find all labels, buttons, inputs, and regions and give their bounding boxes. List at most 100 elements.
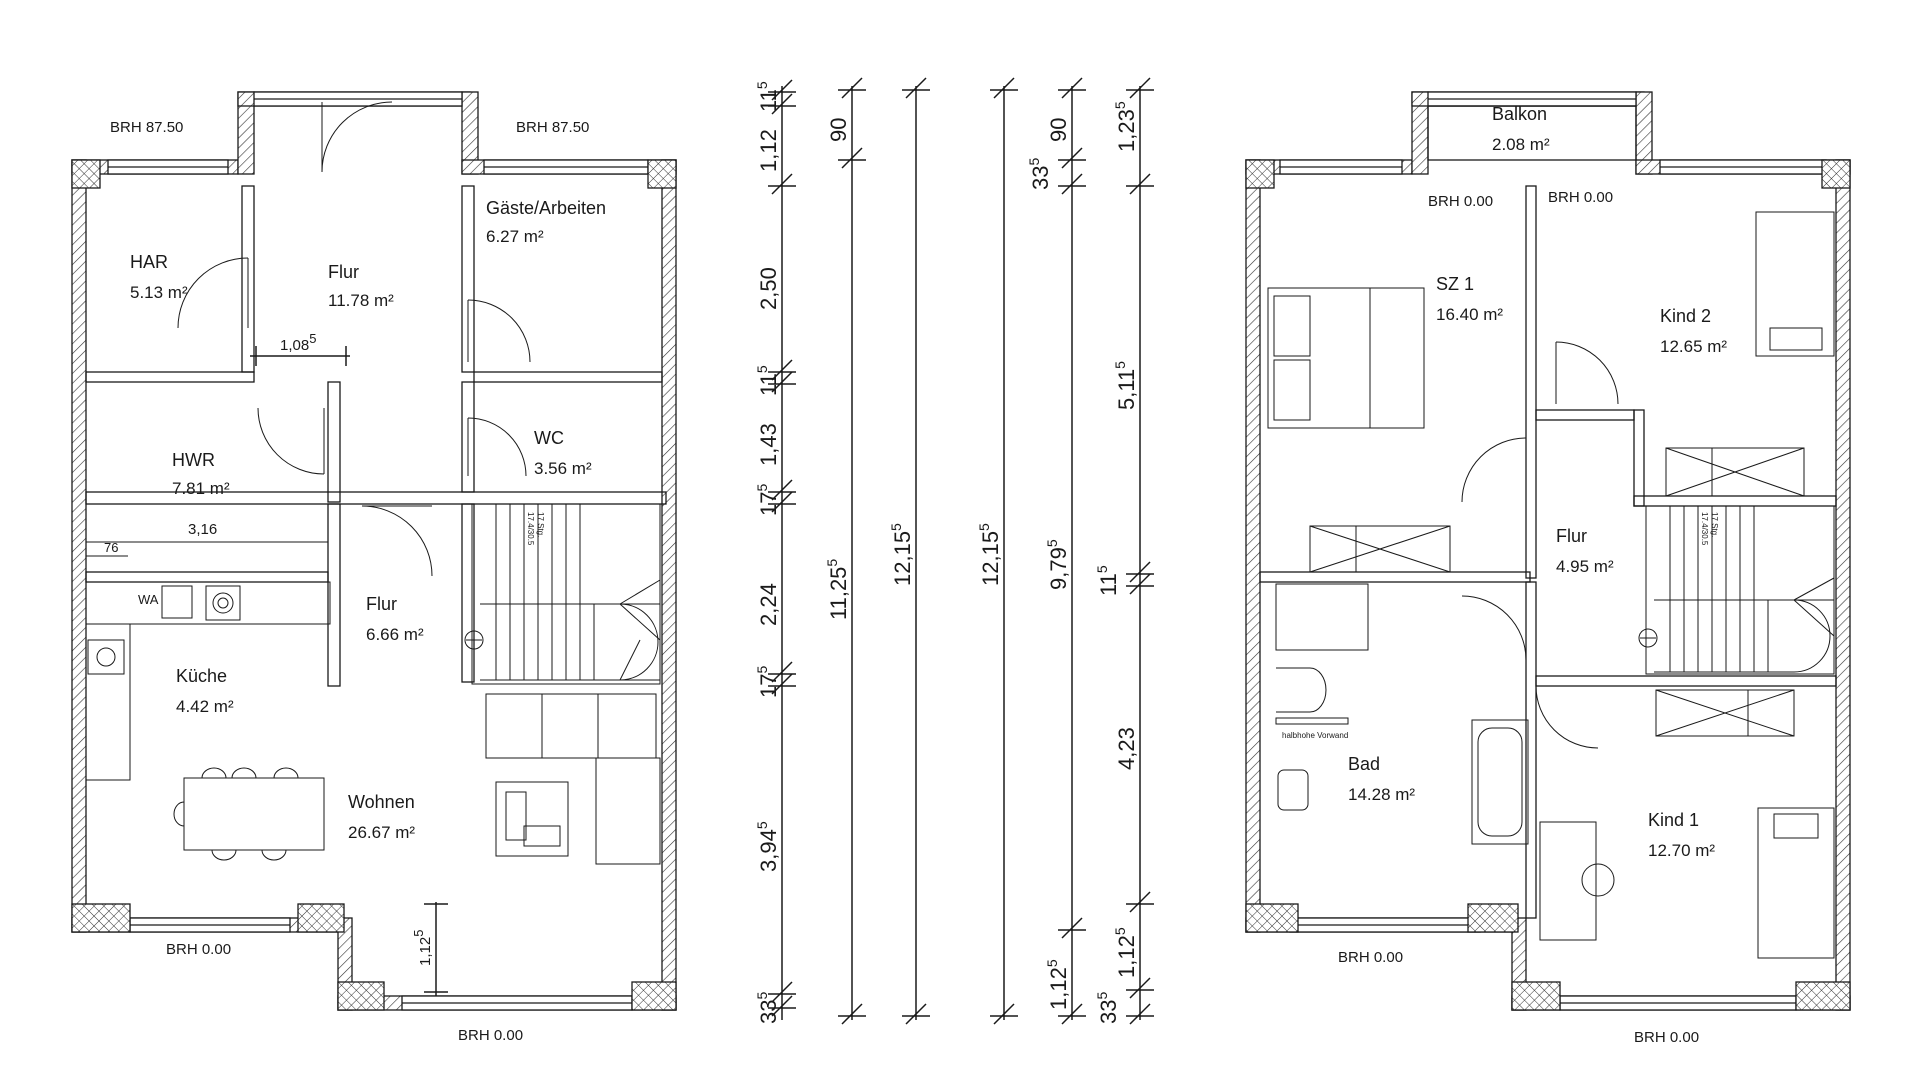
col5-dim-2: 335 [1026, 158, 1053, 190]
kitchen-side-counter [85, 623, 131, 781]
room-area-har: 5.13 m² [130, 283, 188, 302]
col2-dim-1: 90 [826, 118, 851, 142]
ground-floor-exterior-walls [71, 91, 677, 1011]
col6-dim-1: 1,235 [1112, 101, 1139, 152]
ground-stairs-label-1: 17 Stg. [536, 512, 545, 537]
sofa-back [485, 693, 657, 759]
upper-floor-stairs [1638, 505, 1835, 675]
wohnen-step-dim-text: 1,125 [411, 930, 434, 966]
col3-ticks [902, 77, 930, 1025]
kitchen-counter [85, 581, 331, 625]
room-name-bad: Bad [1348, 754, 1380, 774]
kind2-bed [1755, 211, 1835, 357]
room-name-sz1: SZ 1 [1436, 274, 1474, 294]
col5-dim-4: 1,125 [1044, 959, 1071, 1010]
room-area-flur-mid: 6.66 m² [366, 625, 424, 644]
washbasin-icon [1277, 769, 1309, 811]
cooktop-icon [205, 585, 241, 621]
upper-floor-windows [1279, 91, 1827, 1011]
col1-dim-6: 175 [754, 484, 781, 516]
oven-icon [87, 639, 125, 675]
room-name-wc: WC [534, 428, 564, 448]
hwr-width-dim-text: 3,16 [188, 521, 217, 538]
room-name-gaeste: Gäste/Arbeiten [486, 198, 606, 218]
kind1-wardrobe [1655, 689, 1795, 737]
col5-dim-5: 335 [1094, 992, 1121, 1024]
col1-dim-10: 335 [754, 992, 781, 1024]
upper-floor-interior-walls [1259, 185, 1837, 919]
room-area-kueche: 4.42 m² [176, 697, 234, 716]
kind2-wardrobe [1665, 447, 1805, 497]
brh-upper-kind1: BRH 0.00 [1634, 1029, 1699, 1046]
col5-dim-1: 90 [1046, 118, 1071, 142]
sink-icon [161, 585, 193, 619]
room-area-kind2: 12.65 m² [1660, 337, 1727, 356]
col1-dim-2: 1,12 [756, 129, 781, 172]
upper-floor-furniture [1267, 211, 1835, 959]
room-area-hwr: 7.81 m² [172, 479, 230, 498]
room-name-har: HAR [130, 252, 168, 272]
ground-floor-plan [71, 91, 677, 1011]
col1-dim-9: 3,945 [754, 821, 781, 872]
room-area-wohnen: 26.67 m² [348, 823, 415, 842]
room-name-flur-upper: Flur [1556, 526, 1587, 546]
wardrobe [1309, 525, 1451, 573]
brh-ground-top-right: BRH 87.50 [516, 119, 589, 136]
sofa-corner [595, 757, 661, 865]
room-name-hwr: HWR [172, 450, 215, 470]
ground-stairs-label-2: 17.4/30.5 [526, 512, 535, 546]
shower [1275, 583, 1369, 651]
col6-ticks [1126, 77, 1154, 1025]
double-bed [1267, 287, 1425, 429]
room-area-kind1: 12.70 m² [1648, 841, 1715, 860]
col1-dim-3: 2,50 [756, 267, 781, 310]
room-area-sz1: 16.40 m² [1436, 305, 1503, 324]
upper-floor-plan [1245, 91, 1851, 1011]
room-area-gaeste: 6.27 m² [486, 227, 544, 246]
wa-label: WA [138, 592, 159, 607]
kind1-bed [1757, 807, 1835, 959]
flur-opening-dim-text: 1,085 [280, 331, 316, 354]
col6-dim-4: 4,23 [1114, 727, 1139, 770]
col1-ticks [768, 79, 796, 1017]
desk [1539, 821, 1597, 941]
upper-floor-doors [1461, 341, 1619, 749]
col1-dim-4: 115 [754, 365, 781, 396]
col4-dim-1: 12,155 [976, 523, 1003, 586]
col4-ticks [990, 77, 1018, 1025]
vorwand-label: halbhohe Vorwand [1282, 731, 1348, 740]
room-name-kueche: Küche [176, 666, 227, 686]
upper-floor-exterior-walls [1245, 91, 1851, 1011]
room-name-balkon: Balkon [1492, 104, 1547, 124]
dining-table [183, 777, 325, 851]
brh-ground-top-left: BRH 87.50 [110, 119, 183, 136]
col1-dim-5: 1,43 [756, 423, 781, 466]
brh-upper-kind2: BRH 0.00 [1548, 189, 1613, 206]
ground-floor-corner-blocks [71, 159, 677, 1011]
room-area-bad: 14.28 m² [1348, 785, 1415, 804]
room-name-kind1: Kind 1 [1648, 810, 1699, 830]
col1-dim-8: 175 [754, 666, 781, 698]
ground-floor-furniture [85, 581, 661, 865]
toilet-icon [1276, 667, 1327, 713]
brh-upper-bad: BRH 0.00 [1338, 949, 1403, 966]
col6-dim-3: 115 [1094, 565, 1121, 596]
room-area-wc: 3.56 m² [534, 459, 592, 478]
col2-ticks [838, 77, 866, 1025]
room-name-flur-mid: Flur [366, 594, 397, 614]
brh-ground-bottom-left: BRH 0.00 [166, 941, 231, 958]
ground-floor-doors [177, 101, 531, 577]
room-area-flur-top: 11.78 m² [328, 291, 394, 310]
col2-dim-2: 11,255 [824, 559, 851, 620]
upper-stairs-label-2: 17.4/30.5 [1700, 512, 1709, 546]
room-area-flur-upper: 4.95 m² [1556, 557, 1614, 576]
room-area-balkon: 2.08 m² [1492, 135, 1550, 154]
col6-dim-5: 1,125 [1112, 927, 1139, 978]
room-name-wohnen: Wohnen [348, 792, 415, 812]
upper-stairs-label-1: 17 Stg. [1710, 512, 1719, 537]
room-name-flur-top: Flur [328, 262, 359, 282]
balcony [1427, 105, 1637, 161]
bathtub [1471, 719, 1529, 845]
brh-upper-sz1: BRH 0.00 [1428, 193, 1493, 210]
col3-dim-1: 12,155 [888, 523, 915, 586]
